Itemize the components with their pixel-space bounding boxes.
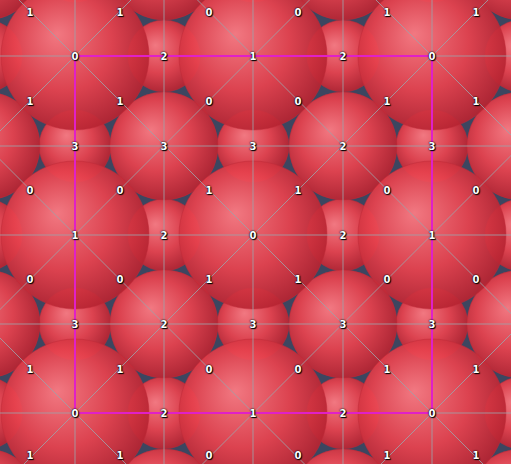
site-number: 1	[206, 274, 213, 285]
unit-cell	[75, 56, 432, 413]
site-number: 1	[117, 364, 124, 375]
site-number: 1	[295, 185, 302, 196]
site-number: 0	[250, 230, 257, 241]
site-number: 1	[27, 7, 34, 18]
site-number: 1	[117, 7, 124, 18]
site-number: 0	[295, 364, 302, 375]
site-number: 2	[340, 141, 347, 152]
site-number: 2	[161, 319, 168, 330]
site-number: 1	[250, 51, 257, 62]
site-number: 3	[72, 319, 79, 330]
site-number: 0	[27, 185, 34, 196]
site-number: 0	[117, 185, 124, 196]
grid-line	[366, 0, 511, 464]
site-number: 0	[473, 274, 480, 285]
site-number: 2	[340, 51, 347, 62]
site-number: 0	[27, 274, 34, 285]
site-number: 0	[206, 96, 213, 107]
site-number: 0	[206, 450, 213, 461]
site-number: 0	[206, 364, 213, 375]
site-number: 2	[161, 408, 168, 419]
site-number: 0	[72, 408, 79, 419]
site-number: 0	[206, 7, 213, 18]
site-number: 1	[384, 96, 391, 107]
site-number: 0	[473, 185, 480, 196]
site-number: 2	[161, 51, 168, 62]
site-number: 0	[295, 450, 302, 461]
site-number: 0	[384, 274, 391, 285]
site-number: 1	[117, 450, 124, 461]
site-number: 1	[384, 7, 391, 18]
site-number: 0	[295, 96, 302, 107]
site-number: 0	[384, 185, 391, 196]
site-number: 1	[384, 364, 391, 375]
site-number: 2	[340, 230, 347, 241]
site-number: 3	[250, 319, 257, 330]
site-number: 2	[161, 230, 168, 241]
site-number: 1	[473, 7, 480, 18]
grid-line	[193, 0, 511, 464]
site-number: 0	[295, 7, 302, 18]
site-number: 3	[429, 319, 436, 330]
grid-line	[9, 0, 493, 464]
site-number: 3	[429, 141, 436, 152]
grid-line	[188, 0, 511, 464]
grid-line	[371, 0, 511, 464]
site-number: 1	[117, 96, 124, 107]
site-number: 3	[340, 319, 347, 330]
site-number: 1	[473, 364, 480, 375]
site-number: 1	[206, 185, 213, 196]
site-number: 1	[27, 450, 34, 461]
site-number: 0	[429, 408, 436, 419]
site-number: 3	[72, 141, 79, 152]
site-number: 2	[340, 408, 347, 419]
site-number: 1	[473, 96, 480, 107]
site-number: 1	[250, 408, 257, 419]
site-number: 0	[117, 274, 124, 285]
site-number: 1	[27, 96, 34, 107]
grid-line	[14, 0, 498, 464]
site-number: 1	[384, 450, 391, 461]
site-number: 0	[72, 51, 79, 62]
site-number: 0	[429, 51, 436, 62]
site-number: 1	[429, 230, 436, 241]
site-number: 3	[161, 141, 168, 152]
site-number: 1	[27, 364, 34, 375]
grid-line	[0, 0, 136, 464]
site-number: 1	[295, 274, 302, 285]
site-number: 1	[72, 230, 79, 241]
grid-line	[0, 0, 141, 464]
site-number: 1	[473, 450, 480, 461]
site-number: 3	[250, 141, 257, 152]
